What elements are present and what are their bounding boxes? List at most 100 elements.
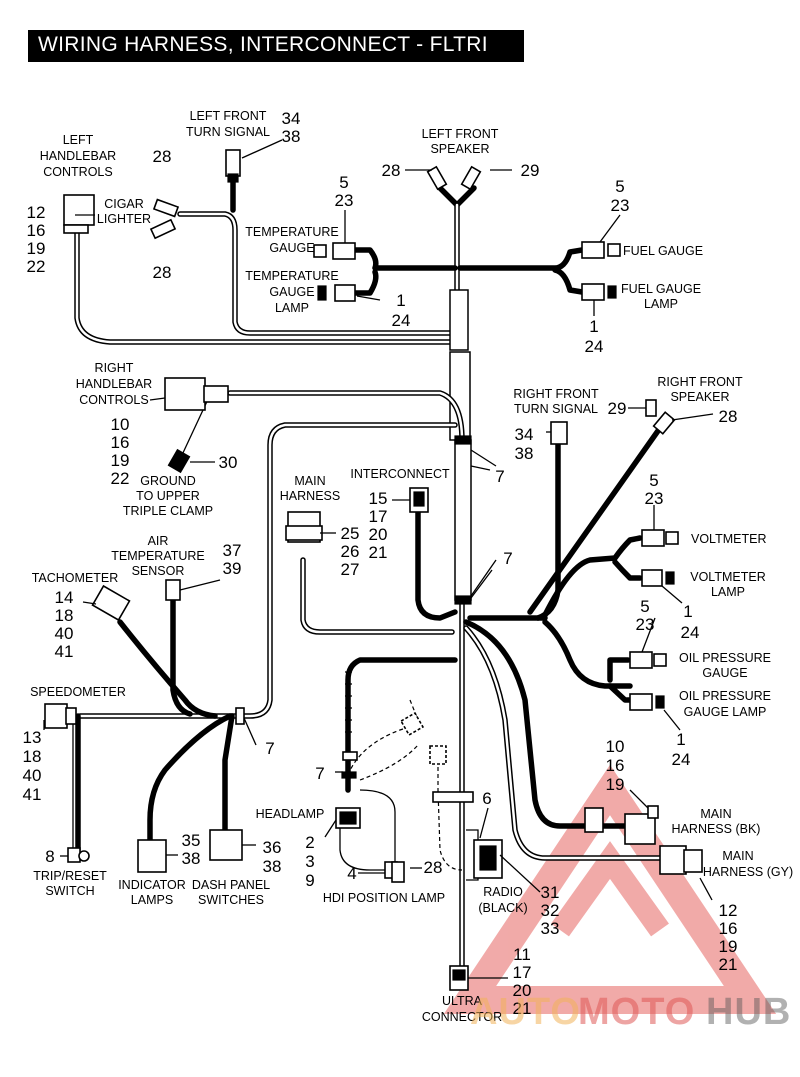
interconnect-num-4: 21: [369, 543, 388, 562]
ultra-label-2: CONNECTOR: [422, 1010, 502, 1024]
trip-label-2: SWITCH: [45, 884, 94, 898]
voltmeter-num-1: 5: [649, 471, 658, 490]
tach-num-2: 18: [55, 606, 74, 625]
ultra-num-2: 17: [513, 963, 532, 982]
right-handlebar-num-4: 22: [111, 469, 130, 488]
speedo-num-1: 13: [23, 728, 42, 747]
voltmeter-lamp-num-2: 24: [681, 623, 700, 642]
hdi-num-1: 4: [347, 864, 356, 883]
leader-lines: [43, 139, 714, 979]
temp-gauge-num-1: 5: [339, 173, 348, 192]
speedo-label: SPEEDOMETER: [30, 685, 126, 699]
main-bk-num-1: 10: [606, 737, 625, 756]
left-turn-label-1: LEFT FRONT: [190, 109, 267, 123]
clip-num-4: 7: [315, 764, 324, 783]
ground-label-2: TO UPPER: [136, 489, 200, 503]
temp-lamp-num-1: 1: [396, 291, 405, 310]
oil-lamp-num-2: 24: [672, 750, 691, 769]
page-title: WIRING HARNESS, INTERCONNECT - FLTRI: [38, 33, 488, 56]
title-bar: [28, 30, 524, 62]
air-temp-num-2: 39: [223, 559, 242, 578]
voltmeter-label: VOLTMETER: [691, 532, 766, 546]
headlamp-num-2: 3: [305, 852, 314, 871]
cigar-label-1: CIGAR: [104, 197, 144, 211]
right-speaker-num-1: 29: [608, 399, 627, 418]
left-handlebar-label-2: HANDLEBAR: [40, 149, 116, 163]
headlamp-num-1: 2: [305, 833, 314, 852]
headlamp-num-3: 9: [305, 871, 314, 890]
temp-lamp-num-2: 24: [392, 311, 411, 330]
radio-num-3: 33: [541, 919, 560, 938]
right-handlebar-num-3: 19: [111, 451, 130, 470]
ultra-num-4: 21: [513, 999, 532, 1018]
fuel-gauge-label: FUEL GAUGE: [623, 244, 703, 258]
hdi-num-2: 28: [424, 858, 443, 877]
main-bk-num-2: 16: [606, 756, 625, 775]
radio-num-2: 32: [541, 901, 560, 920]
right-speaker-num-2: 28: [719, 407, 738, 426]
hdi-label: HDI POSITION LAMP: [323, 891, 445, 905]
radio-label-1: RADIO: [483, 885, 523, 899]
voltmeter-lamp-label-2: LAMP: [711, 585, 745, 599]
fuel-lamp-num-2: 24: [585, 337, 604, 356]
voltmeter-lamp-num-1: 1: [683, 602, 692, 621]
right-turn-label-1: RIGHT FRONT: [513, 387, 599, 401]
right-speaker-label-1: RIGHT FRONT: [657, 375, 743, 389]
indicator-label-1: INDICATOR: [118, 878, 186, 892]
fuel-lamp-label-2: LAMP: [644, 297, 678, 311]
voltmeter-lamp-label-1: VOLTMETER: [690, 570, 765, 584]
connectors: [44, 149, 703, 991]
watermark-part-2: MOTO: [578, 991, 695, 1033]
temp-lamp-label-2: GAUGE: [269, 285, 314, 299]
tach-num-3: 40: [55, 624, 74, 643]
temp-lamp-label-1: TEMPERATURE: [245, 269, 339, 283]
oil-lamp-label-2: GAUGE LAMP: [684, 705, 767, 719]
dash-label-1: DASH PANEL: [192, 878, 270, 892]
indicator-label-2: LAMPS: [131, 893, 173, 907]
cigar-num-top: 28: [153, 147, 172, 166]
clip-num-3: 7: [265, 739, 274, 758]
air-temp-label-3: SENSOR: [132, 564, 185, 578]
speedo-num-4: 41: [23, 785, 42, 804]
ultra-num-1: 11: [513, 945, 531, 964]
indicator-num-1: 35: [182, 831, 201, 850]
right-handlebar-label-2: HANDLEBAR: [76, 377, 152, 391]
oil-lamp-label-1: OIL PRESSURE: [679, 689, 771, 703]
ground-label-3: TRIPLE CLAMP: [123, 504, 213, 518]
main-gy-num-4: 21: [719, 955, 738, 974]
main-harness-num-3: 27: [341, 560, 360, 579]
left-handlebar-num-2: 16: [27, 221, 46, 240]
fuel-lamp-num-1: 1: [589, 317, 598, 336]
air-temp-label-2: TEMPERATURE: [111, 549, 205, 563]
radio-num-1: 31: [541, 883, 560, 902]
left-speaker-label-1: LEFT FRONT: [422, 127, 499, 141]
dash-num-1: 36: [263, 838, 282, 857]
main-gy-num-2: 16: [719, 919, 738, 938]
interconnect-label: INTERCONNECT: [350, 467, 450, 481]
oil-gauge-num-2: 23: [636, 615, 655, 634]
air-temp-num-1: 37: [223, 541, 242, 560]
left-handlebar-num-1: 12: [27, 203, 46, 222]
temp-gauge-num-2: 23: [335, 191, 354, 210]
left-handlebar-label-3: CONTROLS: [43, 165, 112, 179]
tach-label: TACHOMETER: [32, 571, 119, 585]
left-speaker-label-2: SPEAKER: [430, 142, 489, 156]
left-speaker-num-2: 29: [521, 161, 540, 180]
harness-wires: [72, 177, 663, 973]
oil-lamp-num-1: 1: [676, 730, 685, 749]
radio-clip-num: 6: [482, 789, 491, 808]
voltmeter-num-2: 23: [645, 489, 664, 508]
trip-num: 8: [45, 847, 54, 866]
fuel-gauge-num-1: 5: [615, 177, 624, 196]
temp-lamp-label-3: LAMP: [275, 301, 309, 315]
tach-num-4: 41: [55, 642, 74, 661]
interconnect-num-2: 17: [369, 507, 388, 526]
ultra-label-1: ULTRA: [442, 994, 483, 1008]
oil-gauge-num-1: 5: [640, 597, 649, 616]
main-gy-label-2: HARNESS (GY): [703, 865, 793, 879]
right-speaker-label-2: SPEAKER: [670, 390, 729, 404]
main-harness-label-2: HARNESS: [280, 489, 340, 503]
main-harness-label-1: MAIN: [294, 474, 325, 488]
trip-label-1: TRIP/RESET: [33, 869, 107, 883]
